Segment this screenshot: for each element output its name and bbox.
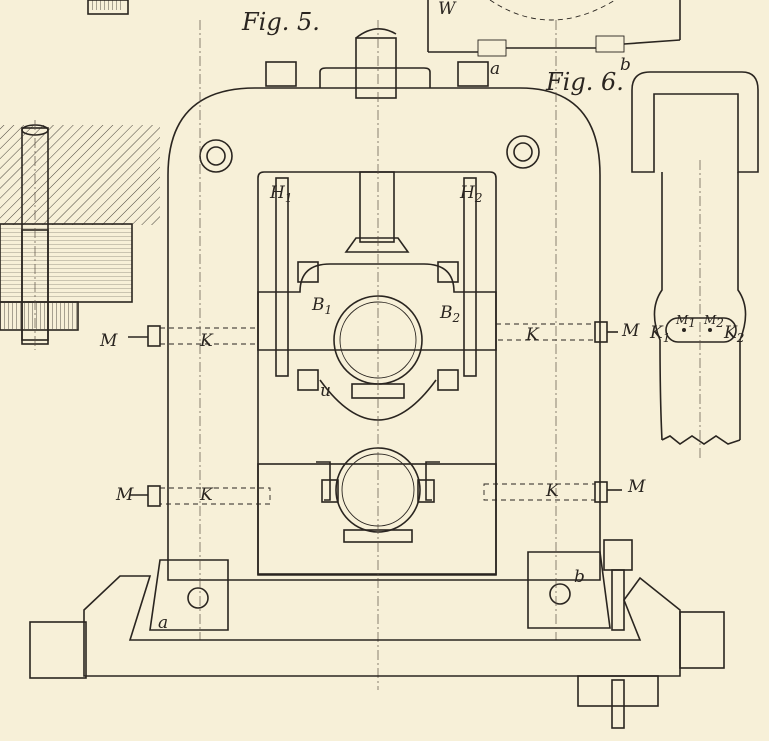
fig5-title: Fig. 5. bbox=[241, 8, 320, 36]
label-M-right-lower: M bbox=[627, 477, 646, 497]
label-B1: B1 bbox=[311, 295, 332, 317]
label-B2: B2 bbox=[439, 303, 460, 325]
label-M-right-upper: M bbox=[621, 321, 640, 341]
label-K-left-upper: K bbox=[199, 331, 214, 351]
label-b-top: b bbox=[620, 55, 631, 75]
fig6-label-M1: M1 bbox=[675, 313, 696, 330]
top-left-fragment bbox=[87, 0, 129, 15]
label-M-left-lower: M bbox=[115, 485, 134, 505]
label-M-left-upper: M bbox=[99, 331, 118, 351]
fig6-label-K1: K1 bbox=[649, 323, 670, 345]
label-K-right-upper: K bbox=[525, 325, 540, 345]
fig6-title: Fig. 6. bbox=[545, 68, 624, 96]
label-a-top: a bbox=[490, 59, 500, 79]
label-K-left-lower: K bbox=[199, 485, 214, 505]
label-a-foot: a bbox=[158, 613, 168, 633]
fig5-press-stand bbox=[128, 20, 622, 690]
fig6-label-M2: M2 bbox=[703, 313, 724, 330]
label-K-right-lower: K bbox=[545, 481, 560, 501]
label-H2: H2 bbox=[459, 183, 482, 205]
left-partial-section bbox=[0, 120, 160, 350]
base-plate bbox=[29, 539, 725, 729]
label-b-foot: b bbox=[574, 567, 585, 587]
fig6-label-K2: K2 bbox=[723, 323, 744, 345]
label-u: u bbox=[320, 381, 331, 401]
label-H1: H1 bbox=[269, 183, 292, 205]
label-W-top: W bbox=[438, 0, 457, 19]
fig6-tie-bar bbox=[631, 71, 759, 460]
labels: Fig. 5. Fig. 6. W a b H1 H2 B1 B2 u M K … bbox=[99, 0, 744, 633]
top-right-fragment bbox=[427, 0, 681, 57]
